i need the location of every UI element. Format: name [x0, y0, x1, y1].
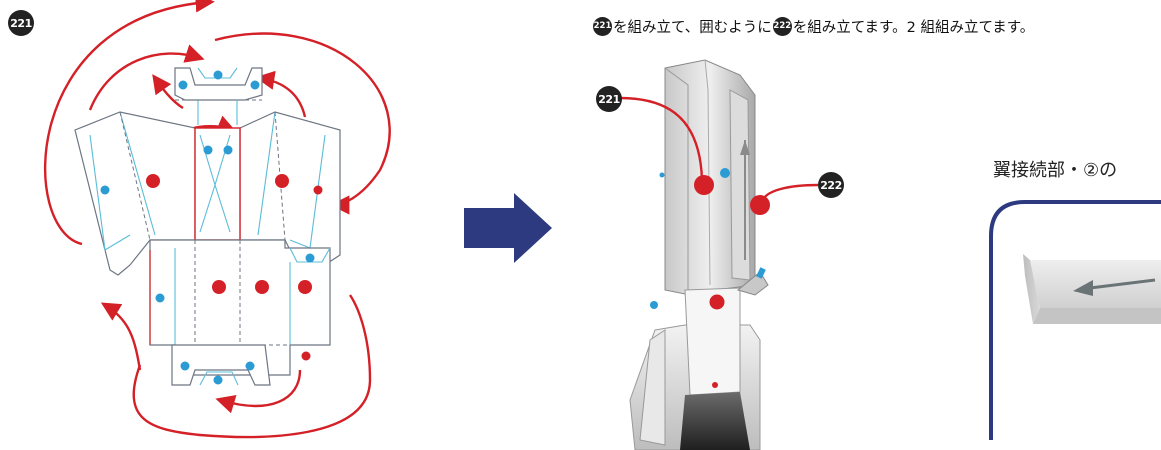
direction-arrow-icon: [1073, 280, 1093, 296]
assembly-arrows: [43, 0, 391, 439]
instruction-badge-221: 221: [593, 16, 612, 36]
blue-dots: [100, 70, 315, 385]
part-number-221-badge: 221: [8, 10, 34, 36]
instruction-text: 221 を組み立て、囲むように 222 を組み立てます。2 組組み立てます。: [592, 11, 1161, 41]
detail-frame: [989, 200, 1161, 440]
assembled-model-illustration: [619, 59, 819, 450]
model-label-222-badge: 222: [818, 172, 844, 198]
arrow-top-to-right: [214, 32, 391, 215]
instruction-badge-222: 222: [772, 16, 792, 36]
arrow-right-icon: [464, 193, 552, 263]
detail-title: 翼接続部・②の: [993, 160, 1118, 181]
model-label-221-badge: 221: [596, 86, 622, 112]
red-dots: [146, 174, 323, 361]
arrow-bottom-loop: [132, 294, 372, 439]
arrow-bottom-left: [100, 302, 142, 371]
arrow-left-to-top: [43, 0, 215, 246]
arrow-center-left: [152, 74, 184, 110]
instruction-text-part2: を組み立てます。2 組組み立てます。: [792, 19, 1035, 36]
arrow-bottom-right: [215, 369, 302, 414]
instruction-text-part1: を組み立て、囲むように: [613, 19, 772, 36]
center-column: [194, 127, 241, 241]
unfolded-pattern-diagram: [43, 0, 391, 439]
arrow-left-panel-to-top: [88, 44, 205, 111]
arrow-right-to-top: [255, 70, 307, 118]
wing-joint-detail-inset: [989, 200, 1161, 440]
top-tab-panel: [174, 67, 263, 101]
